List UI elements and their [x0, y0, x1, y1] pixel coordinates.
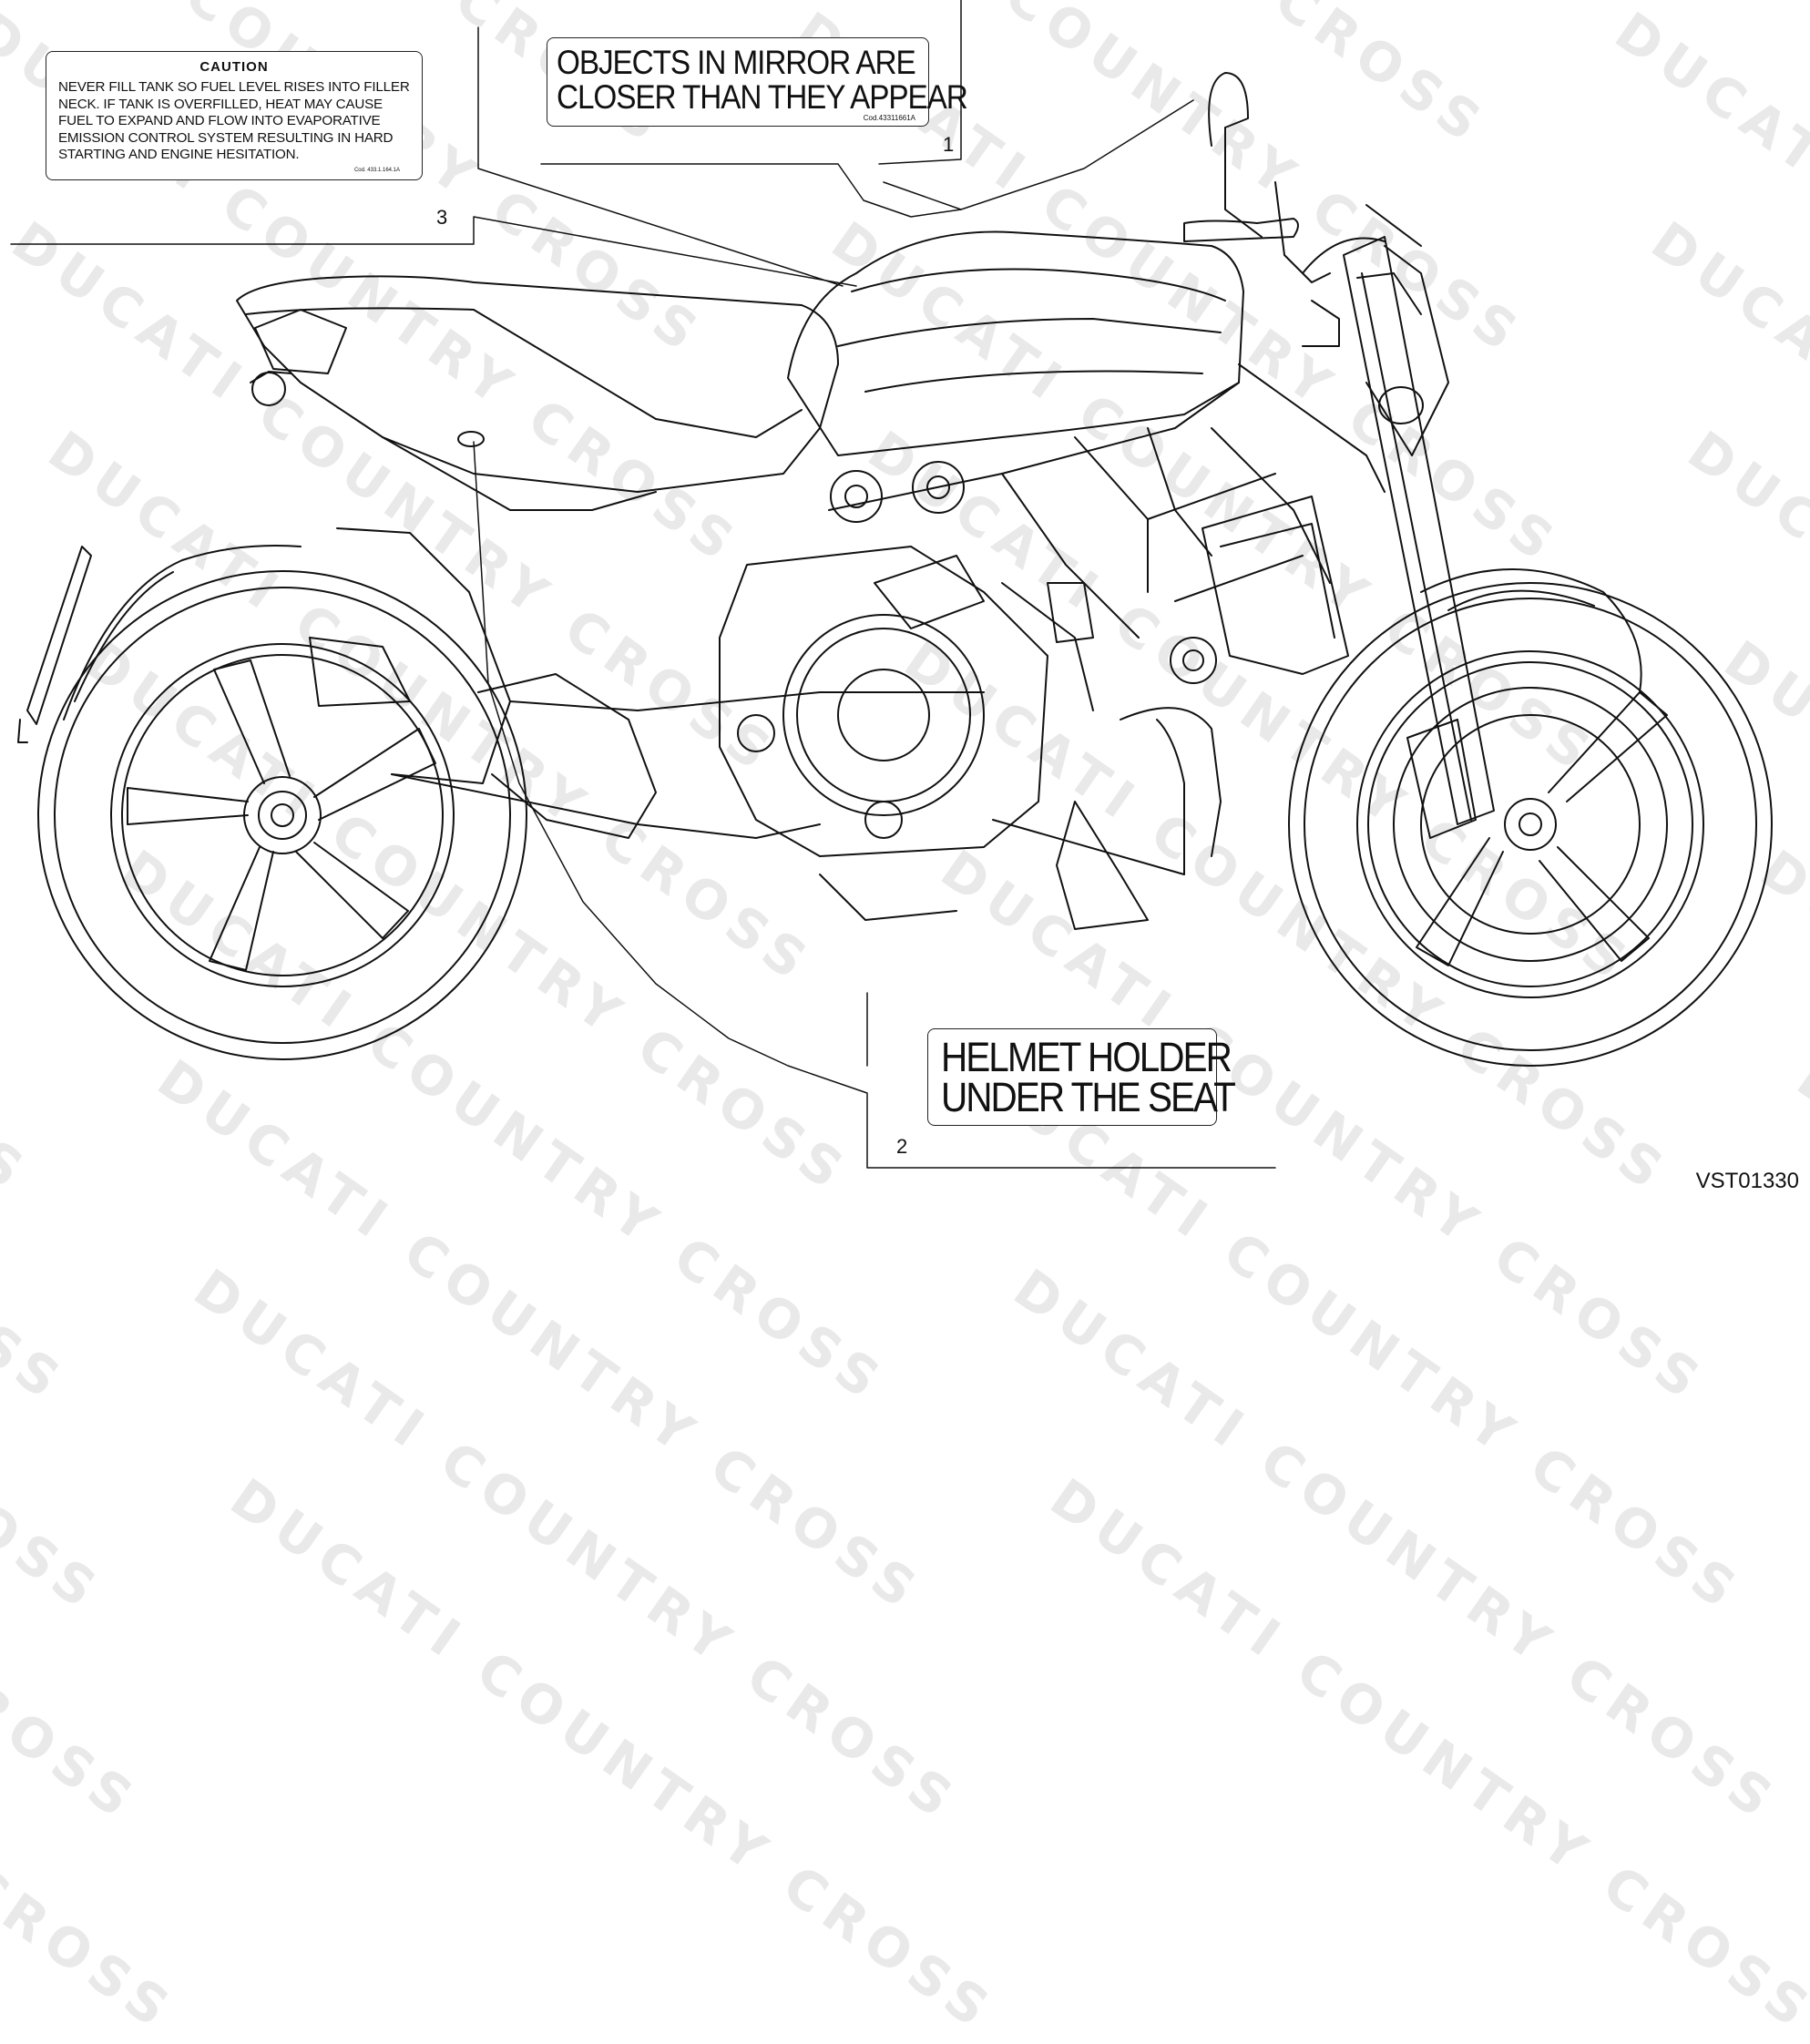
- caution-line: NEVER FILL TANK SO FUEL LEVEL RISES INTO…: [58, 79, 410, 95]
- mirror-warning-text: OBJECTS IN MIRROR ARE CLOSER THAN THEY A…: [557, 44, 968, 116]
- voltage-regulator: [1056, 801, 1149, 930]
- radiator: [1202, 496, 1349, 675]
- callout-number-1: 1: [943, 133, 955, 156]
- drawing-reference-code: VST01330: [1695, 1169, 1799, 1193]
- helmet-line: UNDER THE SEAT: [941, 1074, 1236, 1120]
- caution-line: FUEL TO EXPAND AND FLOW INTO EVAPORATIVE: [58, 113, 381, 129]
- rear-fender: [63, 545, 302, 721]
- callout-number-2: 2: [896, 1135, 908, 1158]
- mirror-line: CLOSER THAN THEY APPEAR: [557, 78, 968, 116]
- turn-signal-front: [1378, 386, 1424, 424]
- mirror-line: OBJECTS IN MIRROR ARE: [557, 44, 916, 81]
- caution-part-code: Cod. 433.1.164.1A: [353, 168, 400, 173]
- helmet-holder-text: HELMET HOLDER UNDER THE SEAT: [941, 1034, 1236, 1120]
- leader-line-3-tank: [477, 26, 844, 287]
- caution-fuel-label: CAUTION NEVER FILL TANK SO FUEL LEVEL RI…: [46, 51, 423, 180]
- exhaust-muffler: [336, 527, 511, 784]
- engine: [719, 461, 1222, 930]
- leader-lines: [10, 0, 1276, 1169]
- fuel-tank: [787, 230, 1244, 456]
- trellis-frame: [828, 363, 1386, 639]
- caution-body: NEVER FILL TANK SO FUEL LEVEL RISES INTO…: [58, 79, 414, 164]
- helmet-holder-label: HELMET HOLDER UNDER THE SEAT: [927, 1028, 1236, 1126]
- helmet-holder-spot: [457, 431, 485, 447]
- brake-disc: [1393, 687, 1668, 962]
- leader-line-2-helmet: [473, 441, 1276, 1169]
- mirror-warning-label: OBJECTS IN MIRROR ARE CLOSER THAN THEY A…: [547, 37, 968, 127]
- mirror-icon: [1208, 72, 1249, 147]
- front-fender: [1420, 568, 1642, 693]
- seat-and-tail: [236, 275, 839, 511]
- caution-line: EMISSION CONTROL SYSTEM RESULTING IN HAR…: [58, 129, 394, 146]
- caution-line: STARTING AND ENGINE HESITATION.: [58, 147, 300, 163]
- motorcycle-drawing: [10, 0, 1773, 1169]
- front-wheel: [1288, 582, 1773, 1067]
- callout-number-3: 3: [436, 206, 448, 229]
- rear-wheel: [37, 570, 527, 1060]
- license-plate-bracket: [26, 546, 92, 725]
- helmet-line: HELMET HOLDER: [941, 1034, 1232, 1080]
- mirror-part-code: Cod.43311661A: [863, 114, 915, 122]
- tail-light: [254, 309, 347, 374]
- handlebar-and-mirror: [1183, 72, 1340, 347]
- front-fork: [1302, 204, 1495, 825]
- caution-line: NECK. IF TANK IS OVERFILLED, HEAT MAY CA…: [58, 96, 383, 112]
- caution-title: CAUTION: [199, 59, 269, 75]
- leader-line-1-mirror: [540, 99, 1194, 218]
- brake-caliper: [1406, 719, 1477, 839]
